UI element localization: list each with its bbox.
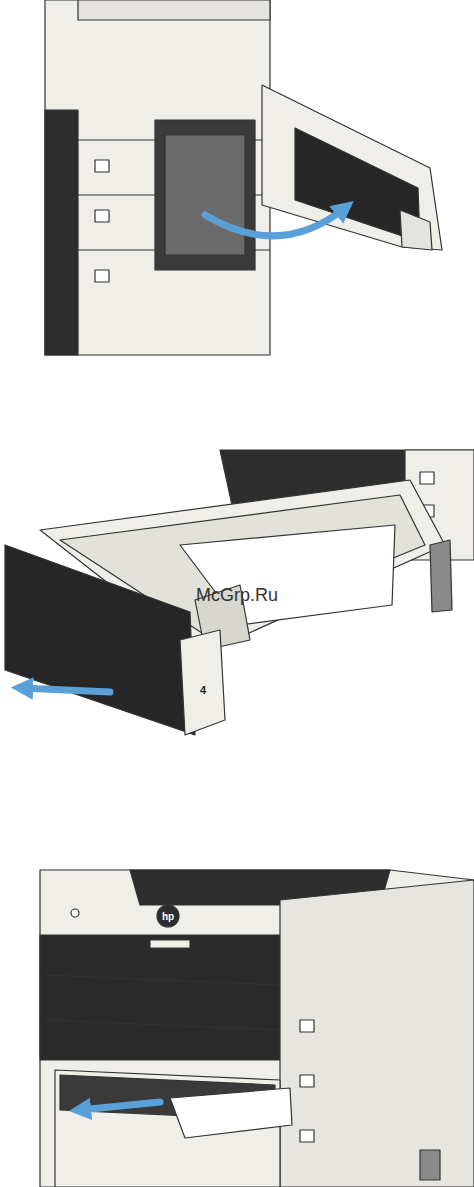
brand-logo: hp	[162, 911, 174, 922]
watermark: McGrp.Ru	[196, 585, 278, 606]
tray-number: 4	[200, 684, 206, 696]
